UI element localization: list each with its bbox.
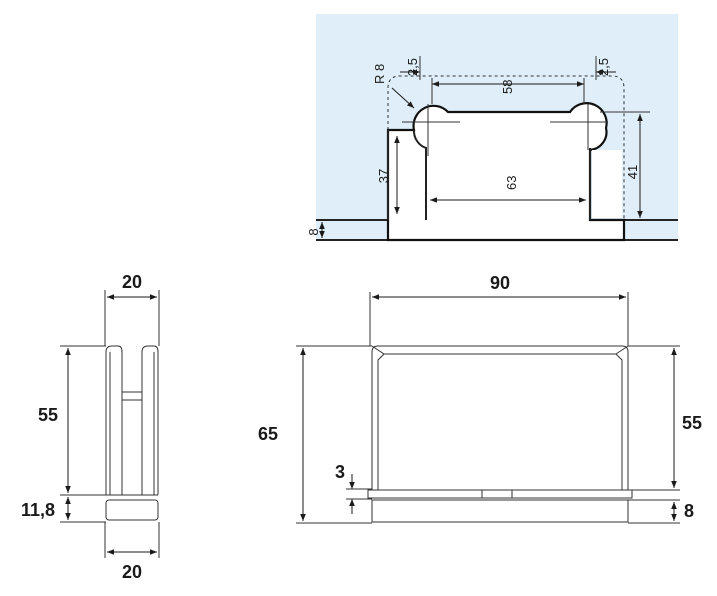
front-dim-8-label: 8 bbox=[684, 501, 694, 521]
front-frame-outer bbox=[371, 345, 629, 490]
front-glass-plate bbox=[367, 489, 633, 499]
side-dim-118-label: 11,8 bbox=[21, 500, 55, 520]
dim-8-detail-label: 8 bbox=[306, 228, 321, 235]
front-dim-65-label: 65 bbox=[258, 424, 278, 444]
side-clamp-bolt bbox=[121, 391, 143, 401]
dim-63-label: 63 bbox=[504, 176, 519, 190]
side-base bbox=[105, 499, 159, 521]
front-dim-55-label: 55 bbox=[682, 413, 702, 433]
front-frame-inner bbox=[377, 353, 623, 490]
dim-r8-leader bbox=[391, 87, 415, 109]
dim-37-label: 37 bbox=[376, 169, 391, 183]
side-upright-right bbox=[141, 345, 159, 495]
dim-r8-label: R 8 bbox=[372, 64, 387, 84]
front-center-mark bbox=[481, 489, 513, 499]
detail-view: 58 2,5 2,5 R 8 37 41 63 8 bbox=[306, 14, 678, 242]
side-upright-left bbox=[105, 345, 123, 495]
front-corner-right bbox=[615, 345, 629, 355]
slot-profile bbox=[386, 102, 626, 242]
front-base bbox=[371, 499, 629, 523]
side-dim-20-bottom-label: 20 bbox=[122, 562, 142, 582]
front-view: 90 65 3 55 8 bbox=[258, 273, 702, 524]
side-dim-20-top-label: 20 bbox=[122, 272, 142, 292]
side-view: 20 55 11,8 20 bbox=[21, 272, 160, 582]
front-dim-3-label: 3 bbox=[335, 462, 345, 482]
slot-left-wall bbox=[412, 129, 427, 220]
front-corner-left bbox=[371, 345, 385, 355]
front-dim-90-label: 90 bbox=[490, 273, 510, 293]
dim-41-label: 41 bbox=[625, 165, 640, 179]
dim-58-label: 58 bbox=[500, 80, 515, 94]
dim-2-5-left-label: 2,5 bbox=[405, 58, 420, 76]
dim-2-5-right-label: 2,5 bbox=[596, 58, 611, 76]
side-dim-55-label: 55 bbox=[38, 405, 58, 425]
slot-left-fill bbox=[390, 150, 424, 218]
slot-right-fill bbox=[592, 150, 622, 218]
